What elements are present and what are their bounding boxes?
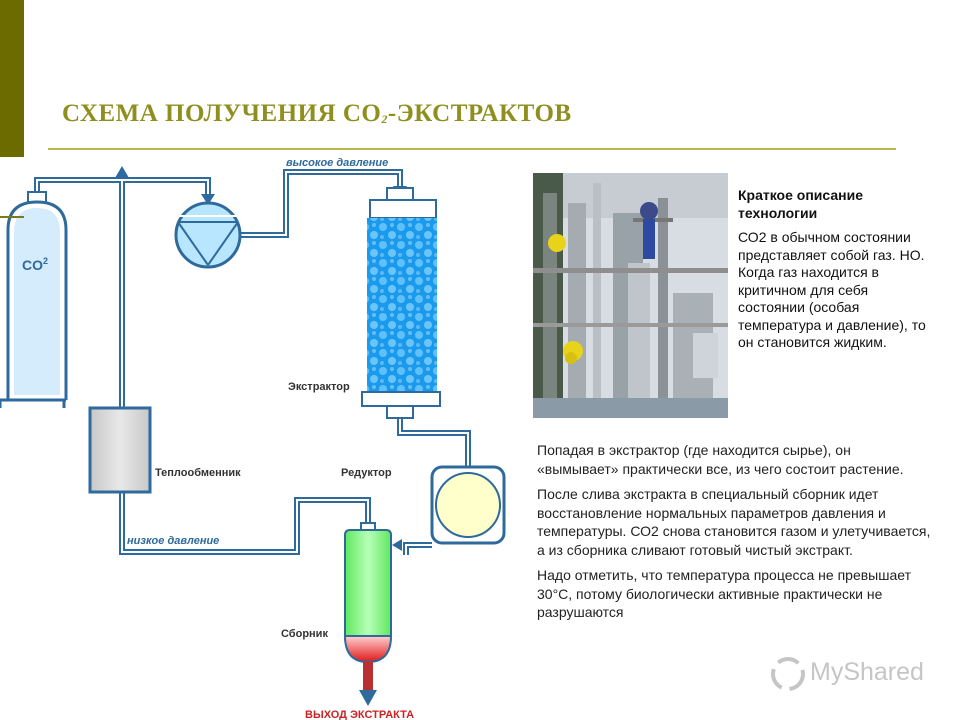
high-pressure-label: высокое давление <box>286 157 388 169</box>
pipe-reducer-to-collector <box>403 542 432 555</box>
paragraph-1: Попадая в экстрактор (где находится сырь… <box>537 442 904 477</box>
co2-cylinder: CO2 <box>0 191 68 408</box>
co2-extraction-diagram: CO2 высокое давление Экстрактор Теплоо <box>0 157 506 720</box>
technology-description: Краткое описание технологии СО2 в обычно… <box>738 187 938 352</box>
paragraph-2: После слива экстракта в специальный сбор… <box>537 486 931 558</box>
heat-exchanger <box>88 406 152 494</box>
paragraph-3: Надо отметить, что температура процесса … <box>537 567 911 620</box>
description-title: Краткое описание технологии <box>738 187 863 221</box>
collector-label: Сборник <box>281 628 328 640</box>
watermark-logo-icon <box>771 657 805 691</box>
watermark-text: MyShared <box>810 658 924 686</box>
arrow-left-icon <box>392 539 402 551</box>
arrow-up-icon <box>115 166 129 178</box>
pipe-extractor-to-reducer <box>397 418 471 468</box>
reducer <box>430 465 506 545</box>
pump <box>174 201 242 269</box>
equipment-photo <box>533 173 728 418</box>
output-arrow-icon <box>359 690 377 706</box>
slide-title: СХЕМА ПОЛУЧЕНИЯ CO2-ЭКСТРАКТОВ <box>62 100 572 127</box>
description-text: СО2 в обычном состоянии представляет соб… <box>738 229 926 350</box>
watermark: MyShared <box>770 654 930 694</box>
accent-bar <box>0 0 24 157</box>
process-text: Попадая в экстрактор (где находится сырь… <box>537 441 933 629</box>
output-label: ВЫХОД ЭКСТРАКТА <box>305 709 414 720</box>
arrow-down-icon <box>201 194 215 205</box>
extractor-label: Экстрактор <box>288 381 350 393</box>
extractor <box>361 187 441 419</box>
low-pressure-label: низкое давление <box>127 535 219 547</box>
reducer-label: Редуктор <box>341 467 392 479</box>
co2-label: CO2 <box>22 256 48 273</box>
title-underline <box>48 148 896 150</box>
title-subscript: 2 <box>381 112 388 126</box>
collector <box>343 522 393 706</box>
heat-exchanger-label: Теплообменник <box>155 467 241 479</box>
